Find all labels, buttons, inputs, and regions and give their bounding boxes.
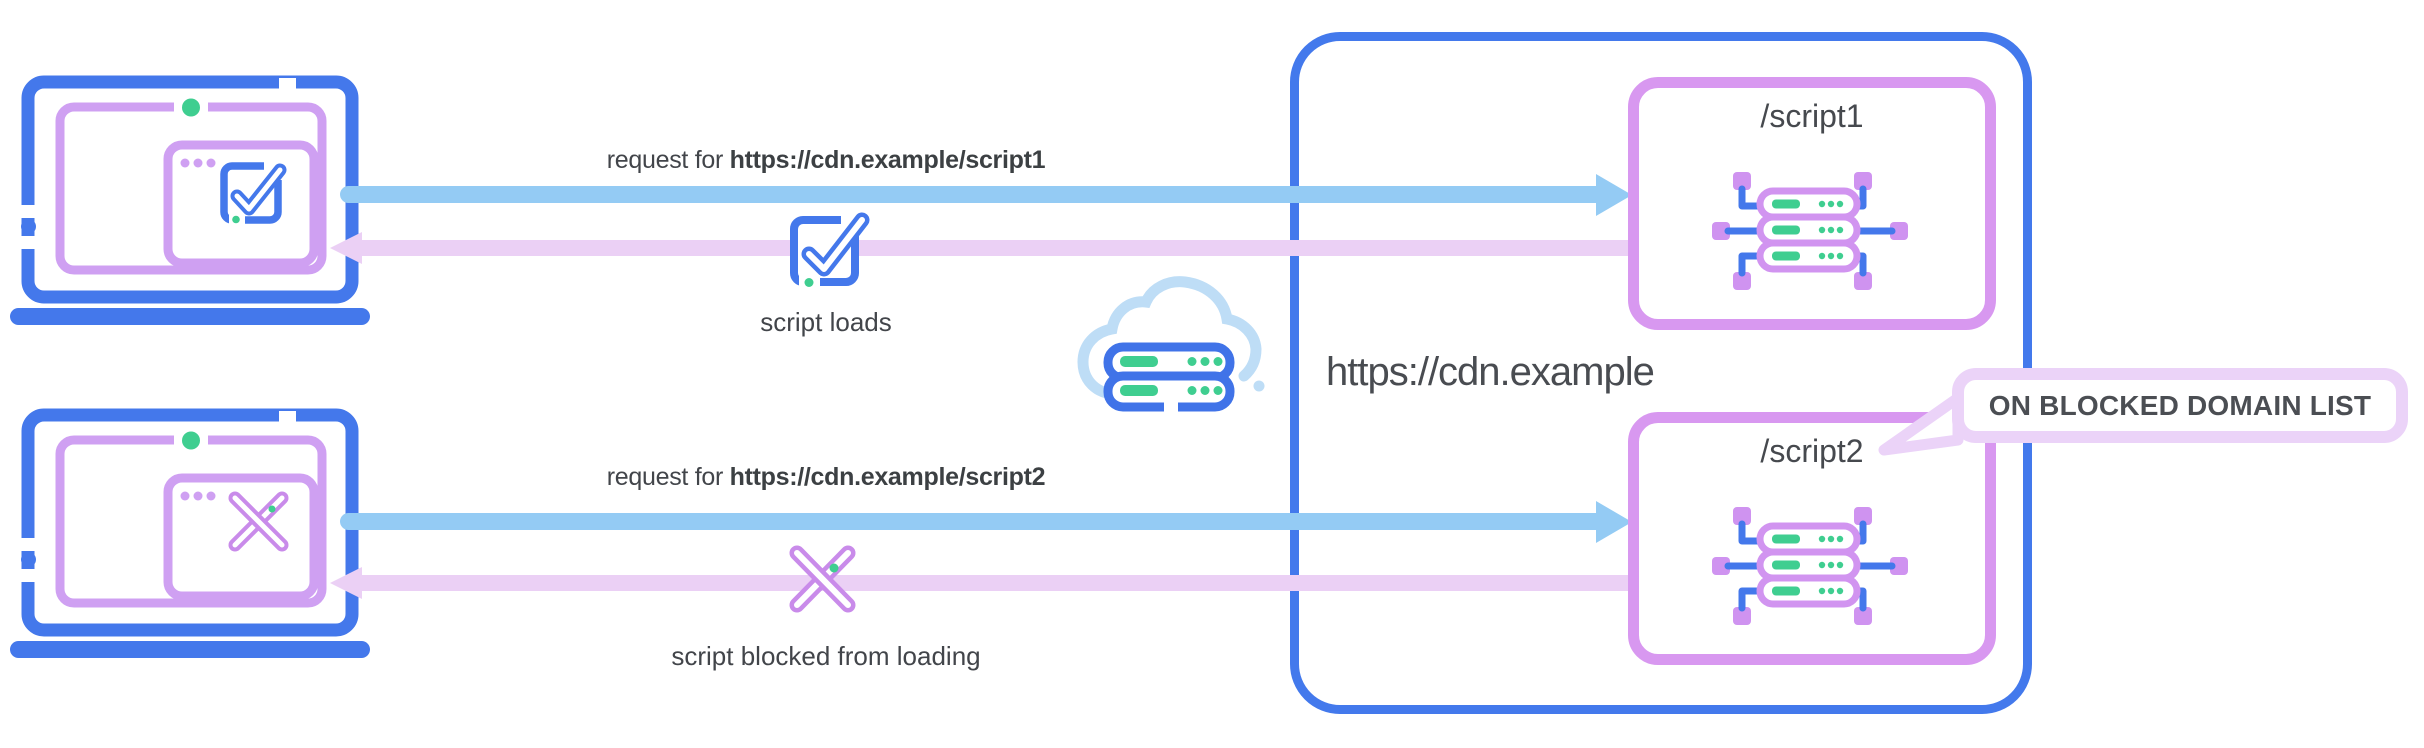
request-arrowhead-2 (1596, 501, 1632, 543)
response-arrow-1 (362, 240, 1628, 256)
browser-cross-icon (228, 491, 289, 552)
request-prefix-2: request for (606, 463, 730, 491)
server-network-icon (1712, 172, 1908, 290)
request-url-2: https://cdn.example/script2 (729, 463, 1046, 491)
request-arrow-1 (340, 186, 1598, 203)
laptop-cross-icon (10, 408, 370, 658)
browser-check-icon (220, 158, 288, 225)
response-arrowhead-2 (330, 567, 362, 599)
result-label-2: script blocked from loading (671, 641, 981, 671)
request-label-1: request for https://cdn.example/script1 (476, 146, 1176, 175)
request-prefix-1: request for (606, 146, 730, 174)
script1-label: /script1 (1760, 98, 1864, 134)
cross-icon (789, 545, 856, 613)
callout-label: ON BLOCKED DOMAIN LIST (1988, 389, 2372, 421)
script2-label: /script2 (1760, 433, 1864, 469)
cdn-domain-label: https://cdn.example (1326, 350, 1655, 394)
cloud-server-icon (1077, 276, 1265, 412)
server-network-icon (1712, 507, 1908, 625)
request-arrow-2 (340, 513, 1598, 530)
response-arrow-2 (362, 575, 1628, 591)
script2-box (1628, 412, 1996, 665)
blocked-domain-callout: ON BLOCKED DOMAIN LIST (1952, 368, 2408, 443)
request-label-2: request for https://cdn.example/script2 (476, 463, 1176, 492)
request-url-1: https://cdn.example/script1 (729, 146, 1046, 174)
result-label-1: script loads (760, 307, 892, 337)
request-arrowhead-1 (1596, 174, 1632, 216)
laptop-check-icon (10, 75, 370, 325)
check-square-icon (790, 211, 870, 288)
response-arrowhead-1 (330, 232, 362, 264)
